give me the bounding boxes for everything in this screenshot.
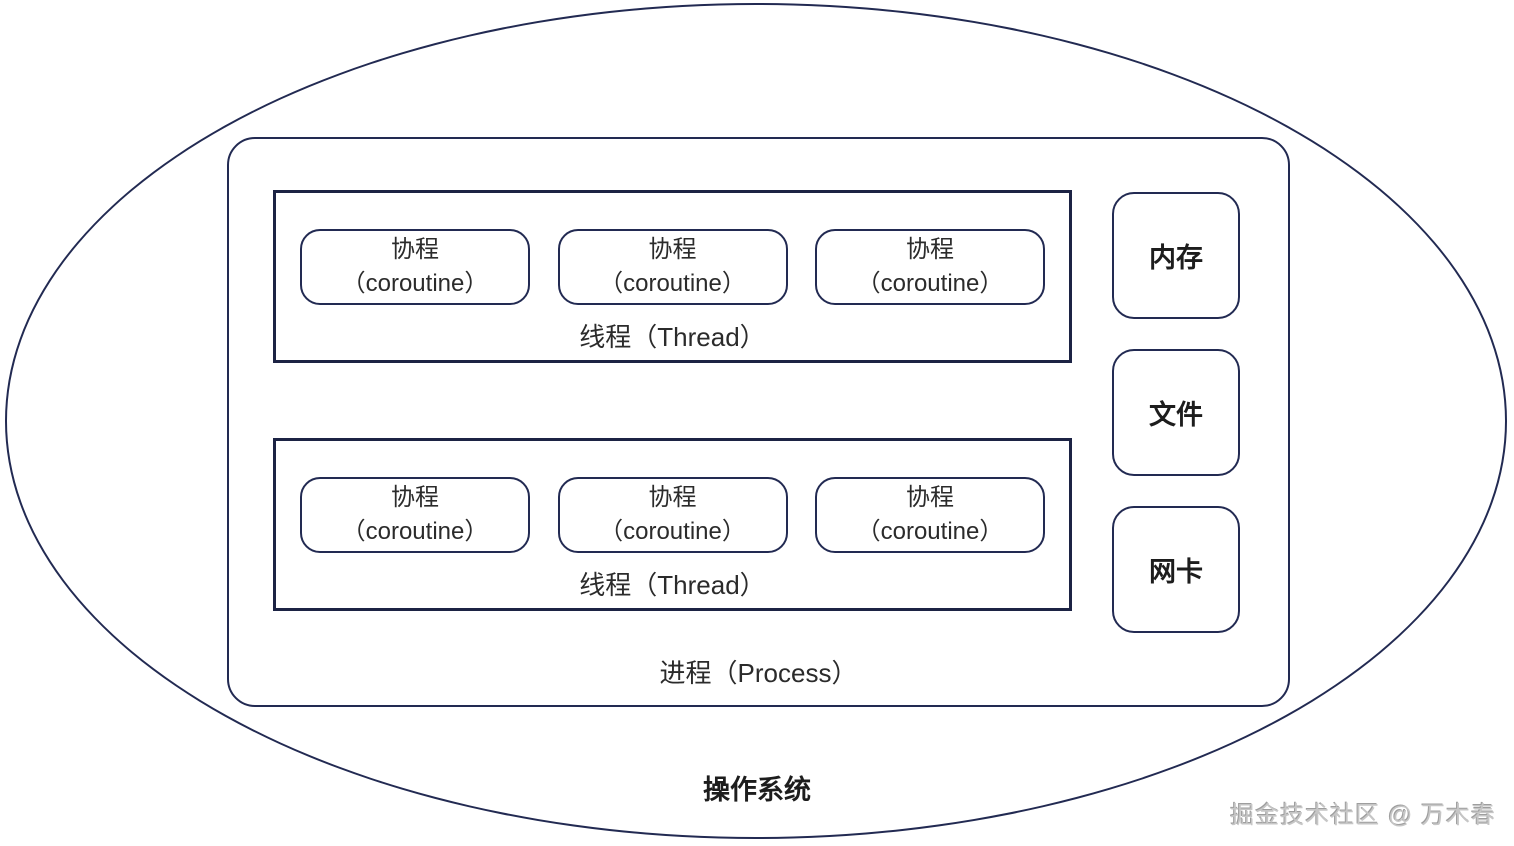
resource-box-memory: 内存 <box>1112 192 1240 319</box>
coroutine-box: 协程 （coroutine） <box>815 229 1045 305</box>
thread-box-2: 协程 （coroutine） 协程 （coroutine） 协程 （corout… <box>273 438 1072 611</box>
coroutine-sub: （coroutine） <box>599 518 746 545</box>
os-ellipse <box>5 3 1507 839</box>
resource-box-file: 文件 <box>1112 349 1240 476</box>
coroutine-sub: （coroutine） <box>599 270 746 297</box>
coroutine-name: 协程 <box>906 236 954 263</box>
thread-label: 线程（Thread） <box>579 570 766 600</box>
coroutine-sub: （coroutine） <box>341 270 489 297</box>
thread-label: 线程（Thread） <box>579 322 766 352</box>
coroutine-name: 协程 <box>906 484 954 511</box>
coroutine-name: 协程 <box>391 236 439 263</box>
resources-column: 内存 文件 网卡 <box>1112 192 1240 633</box>
coroutine-box: 协程 （coroutine） <box>815 477 1045 553</box>
coroutine-name: 协程 <box>648 484 697 511</box>
coroutine-sub: （coroutine） <box>856 518 1004 545</box>
coroutine-sub: （coroutine） <box>856 270 1004 297</box>
os-label: 操作系统 <box>703 775 811 805</box>
coroutine-row-2: 协程 （coroutine） 协程 （coroutine） 协程 （corout… <box>276 441 1069 553</box>
watermark: 掘金技术社区 @ 万木春 <box>1230 802 1496 829</box>
coroutine-box: 协程 （coroutine） <box>557 229 788 305</box>
thread-box-1: 协程 （coroutine） 协程 （coroutine） 协程 （corout… <box>273 190 1072 363</box>
resource-label: 内存 <box>1149 243 1203 273</box>
process-label: 进程（Process） <box>659 658 858 688</box>
resource-label: 网卡 <box>1149 557 1203 587</box>
coroutine-row-1: 协程 （coroutine） 协程 （coroutine） 协程 （corout… <box>276 193 1069 305</box>
coroutine-box: 协程 （coroutine） <box>300 229 530 305</box>
resource-label: 文件 <box>1149 400 1203 430</box>
coroutine-sub: （coroutine） <box>341 518 489 545</box>
coroutine-name: 协程 <box>391 484 439 511</box>
coroutine-name: 协程 <box>648 236 697 263</box>
coroutine-box: 协程 （coroutine） <box>300 477 530 553</box>
resource-box-nic: 网卡 <box>1112 506 1240 633</box>
coroutine-box: 协程 （coroutine） <box>557 477 788 553</box>
